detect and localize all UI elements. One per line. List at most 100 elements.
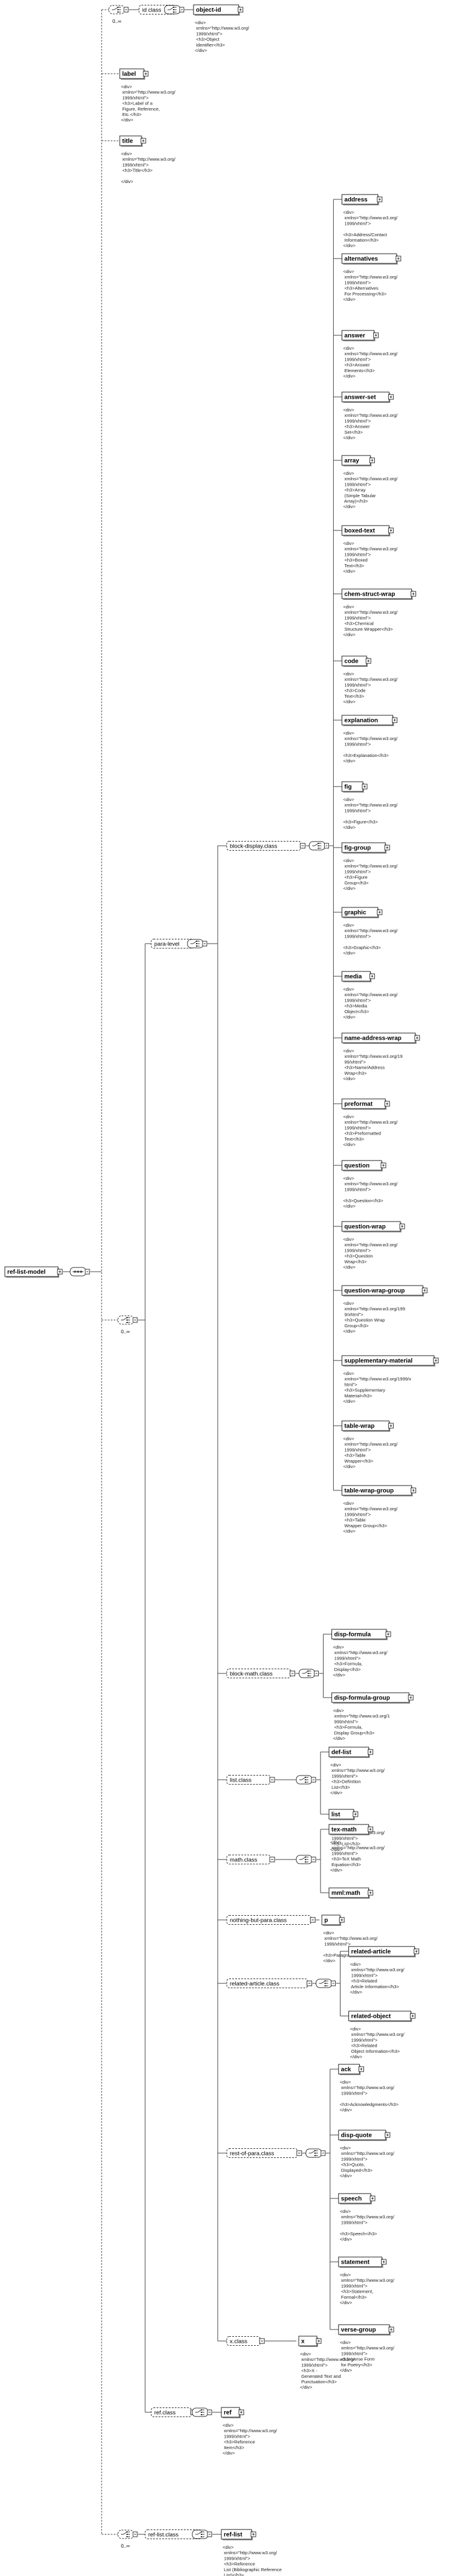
- element-related-article[interactable]: related-article: [348, 1946, 420, 1957]
- ref-class-choice[interactable]: [192, 2407, 212, 2417]
- sequence-dot: [74, 1270, 76, 1273]
- element-code[interactable]: code: [341, 655, 371, 667]
- para-level-choice[interactable]: [187, 939, 207, 948]
- ref-list-choice-compositor[interactable]: [117, 2529, 138, 2539]
- main-choice-compositor[interactable]: [117, 1315, 138, 1325]
- block-display-choice[interactable]: [308, 841, 329, 851]
- element-label: question-wrap-group: [344, 1288, 405, 1295]
- root-element-ref-list-model[interactable]: ref-list-model: [4, 1266, 63, 1278]
- group-rest-of-para-class[interactable]: rest-of-para.class: [226, 2148, 302, 2158]
- choice-dot: [126, 2536, 128, 2537]
- choice-dot: [307, 1673, 309, 1674]
- preformat-doc: <div> xmlns="http://www.w3.org/ 1999/xht…: [343, 1114, 398, 1147]
- element-x[interactable]: x: [298, 2336, 322, 2347]
- choice-dot: [305, 1779, 306, 1780]
- group-block-display-class[interactable]: block-display.class: [226, 841, 305, 851]
- element-boxed-text[interactable]: boxed-text: [341, 525, 394, 536]
- compositor-box: [164, 5, 181, 14]
- choice-dot: [173, 11, 174, 13]
- element-table-wrap[interactable]: table-wrap: [341, 1420, 394, 1432]
- element-address[interactable]: address: [341, 194, 383, 205]
- root-sequence-compositor[interactable]: [70, 1267, 90, 1277]
- choice-dot: [126, 1317, 128, 1318]
- group-label: block-display.class: [230, 843, 278, 850]
- element-object-id[interactable]: object-id: [193, 4, 244, 16]
- choice-dot: [196, 943, 197, 944]
- label-doc: <div> xmlns="http://www.w3.org/ 1999/xht…: [121, 84, 176, 123]
- element-disp-quote[interactable]: disp-quote: [338, 2130, 391, 2141]
- choice-dot: [173, 7, 174, 8]
- group-x-class[interactable]: x.class: [226, 2336, 265, 2346]
- group-related-article-class[interactable]: related-article.class: [226, 1979, 313, 1988]
- element-disp-formula-group[interactable]: disp-formula-group: [331, 1692, 414, 1704]
- element-table-wrap-group[interactable]: table-wrap-group: [341, 1485, 417, 1496]
- group-nothing-but-para-class[interactable]: nothing-but-para.class: [226, 1915, 316, 1925]
- element-verse-group[interactable]: verse-group: [338, 2324, 394, 2336]
- group-block-math-class[interactable]: block-math.class: [226, 1669, 296, 1678]
- element-label: fig: [344, 784, 351, 791]
- element-question[interactable]: question: [341, 1160, 386, 1171]
- element-label: graphic: [344, 910, 366, 916]
- element-def-list[interactable]: def-list: [328, 1747, 374, 1758]
- group-label: ref.class: [154, 2410, 176, 2417]
- element-related-object[interactable]: related-object: [348, 2011, 415, 2022]
- related-article-choice[interactable]: [316, 1979, 336, 1988]
- element-answer[interactable]: answer: [341, 330, 379, 341]
- element-array[interactable]: array: [341, 455, 375, 466]
- disp-quote-doc: <div> xmlns="http://www.w3.org/ 1999/xht…: [340, 2145, 395, 2178]
- element-question-wrap[interactable]: question-wrap: [341, 1221, 405, 1232]
- math-class-choice[interactable]: [296, 1855, 316, 1864]
- choice-dot: [117, 11, 119, 13]
- code-doc: <div> xmlns="http://www.w3.org/ 1999/xht…: [343, 671, 398, 704]
- element-statement[interactable]: statement: [338, 2256, 387, 2268]
- chem-struct-wrap-doc: <div> xmlns="http://www.w3.org/ 1999/xht…: [343, 604, 398, 637]
- element-label: answer-set: [344, 394, 376, 401]
- element-alternatives[interactable]: alternatives: [341, 253, 402, 265]
- object-id-doc: <div> xmlns="http://www.w3.org/ 1999/xht…: [195, 20, 250, 53]
- group-ref-class[interactable]: ref.class: [151, 2407, 196, 2417]
- element-label: list: [331, 1812, 340, 1818]
- block-math-choice[interactable]: [299, 1669, 319, 1678]
- element-ack[interactable]: ack: [338, 2064, 364, 2075]
- element-tex-math[interactable]: tex-math: [328, 1824, 374, 1835]
- supplementary-material-doc: <div> xmlns="http://www.w3.org/1999/x ht…: [343, 1371, 411, 1404]
- top-choice-compositor[interactable]: [108, 5, 129, 14]
- compositor-box: [308, 841, 325, 851]
- element-label[interactable]: label: [119, 68, 149, 80]
- element-name-address-wrap[interactable]: name-address-wrap: [341, 1032, 420, 1044]
- compositor-box: [299, 1669, 316, 1678]
- ref-list-class-choice[interactable]: [192, 2529, 212, 2539]
- element-question-wrap-group[interactable]: question-wrap-group: [341, 1285, 428, 1296]
- disp-formula-group-doc: <div> xmlns="http://www.w3.org/1 999/xht…: [333, 1708, 390, 1741]
- element-label: question: [344, 1163, 369, 1170]
- element-label: mml:math: [331, 1890, 360, 1897]
- element-preformat[interactable]: preformat: [341, 1098, 390, 1110]
- group-list-class[interactable]: list.class: [226, 1775, 275, 1785]
- element-title[interactable]: title: [119, 135, 146, 147]
- element-mml-math[interactable]: mml:math: [328, 1887, 374, 1899]
- element-list[interactable]: list: [328, 1809, 359, 1820]
- element-answer-set[interactable]: answer-set: [341, 391, 394, 403]
- element-label: fig-group: [344, 845, 371, 852]
- element-speech[interactable]: speech: [338, 2193, 376, 2204]
- related-article-doc: <div> xmlns="http://www.w3.org/ 1999/xht…: [350, 1962, 405, 1995]
- list-class-choice[interactable]: [296, 1775, 316, 1785]
- element-chem-struct-wrap[interactable]: chem-struct-wrap: [341, 588, 417, 600]
- element-ref[interactable]: ref: [221, 2407, 244, 2418]
- element-fig[interactable]: fig: [341, 781, 368, 793]
- element-media[interactable]: media: [341, 971, 375, 982]
- def-list-doc: <div> xmlns="http://www.w3.org/ 1999/xht…: [330, 1762, 385, 1795]
- element-p[interactable]: p: [321, 1914, 345, 1926]
- element-disp-formula[interactable]: disp-formula: [331, 1629, 391, 1640]
- element-explanation[interactable]: explanation: [341, 715, 398, 726]
- graphic-doc: <div> xmlns="http://www.w3.org/ 1999/xht…: [343, 923, 398, 956]
- group-math-class[interactable]: math.class: [226, 1855, 275, 1864]
- element-supplementary-material[interactable]: supplementary-material: [341, 1355, 439, 1367]
- id-class-choice[interactable]: [164, 5, 184, 14]
- element-fig-group[interactable]: fig-group: [341, 842, 390, 854]
- choice-dot: [173, 9, 174, 10]
- rest-of-para-choice[interactable]: [305, 2148, 326, 2158]
- element-ref-list[interactable]: ref-list: [221, 2529, 256, 2540]
- address-doc: <div> xmlns="http://www.w3.org/ 1999/xht…: [343, 210, 398, 248]
- element-graphic[interactable]: graphic: [341, 907, 383, 918]
